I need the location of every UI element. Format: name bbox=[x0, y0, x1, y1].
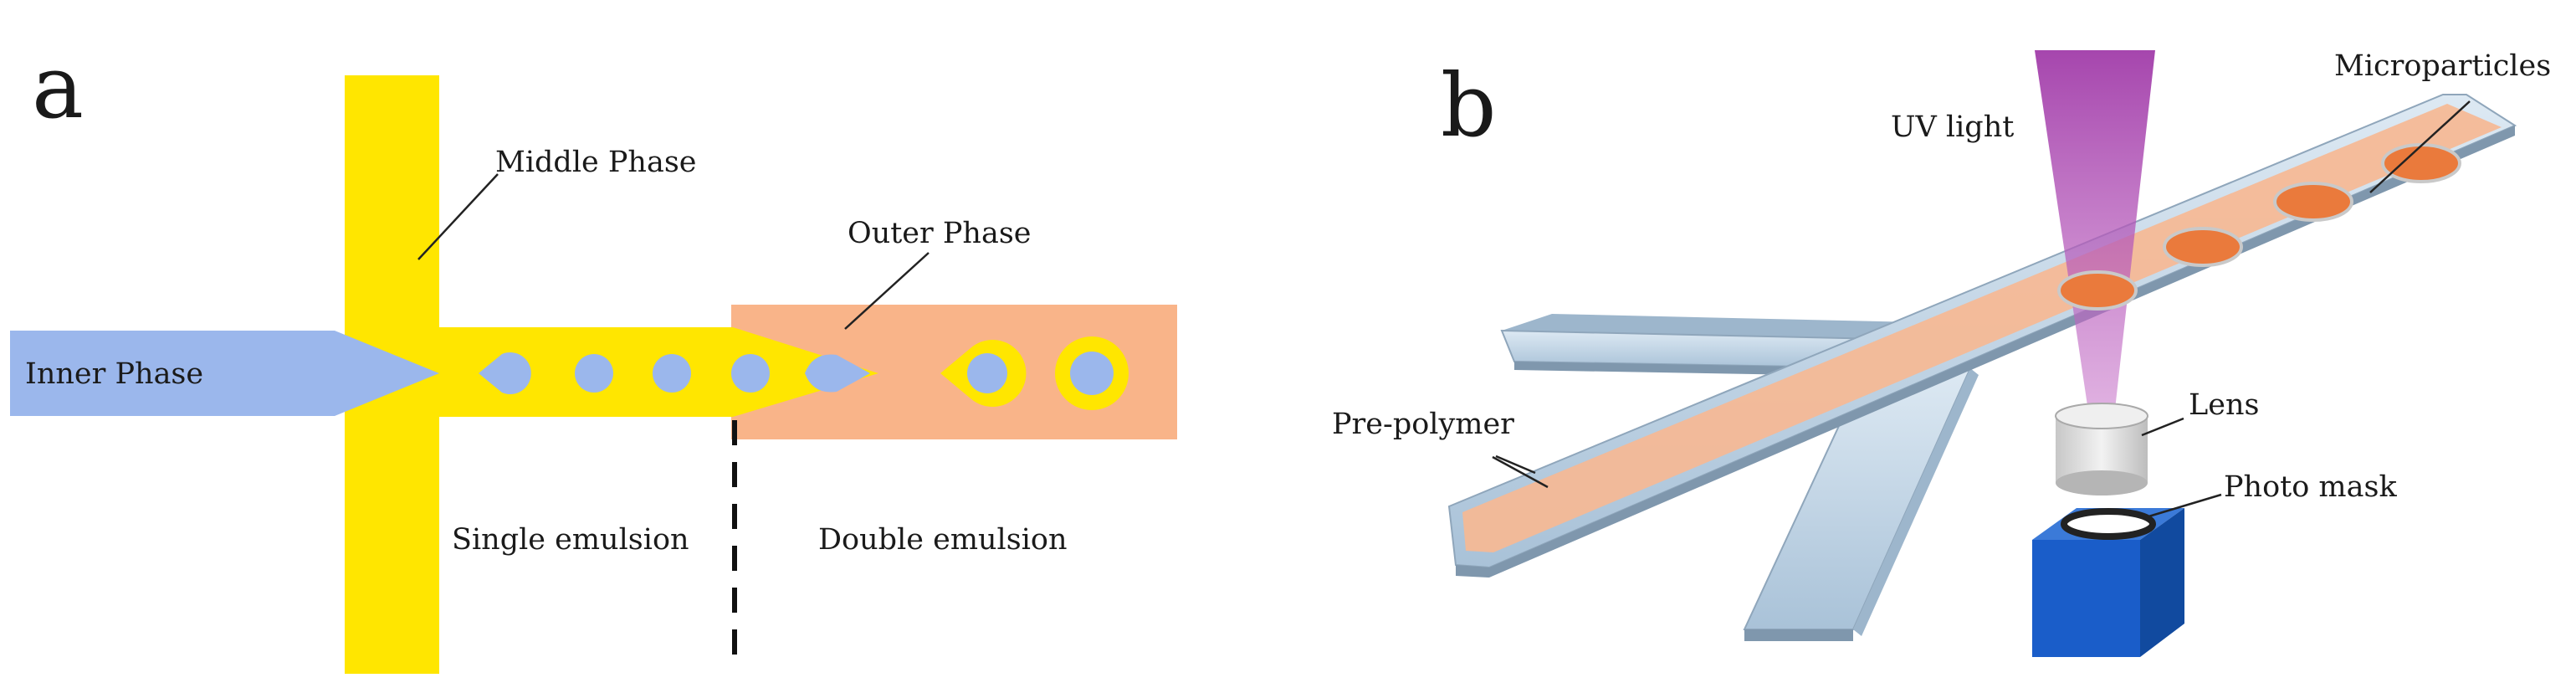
uv-light-beam bbox=[2035, 50, 2155, 417]
droplet bbox=[479, 352, 531, 394]
pre-polymer-label: Pre-polymer bbox=[1332, 408, 1514, 441]
panel-b-letter: b bbox=[1441, 54, 1497, 157]
middle-phase-leader bbox=[417, 173, 499, 260]
panel-a: a Middle Phase Outer bbox=[10, 36, 1177, 674]
microparticle bbox=[2273, 182, 2353, 222]
panel-b: b bbox=[1332, 49, 2551, 657]
lens bbox=[2055, 403, 2148, 495]
photo-mask-box bbox=[2032, 508, 2184, 657]
photo-mask-aperture bbox=[2061, 508, 2156, 540]
microparticles-leader bbox=[2369, 100, 2471, 193]
pre-polymer-leader bbox=[1495, 454, 1536, 475]
double-droplet-core bbox=[1070, 352, 1114, 395]
double-droplet-core bbox=[967, 353, 1007, 393]
photo-mask-leader bbox=[2145, 493, 2222, 519]
droplet bbox=[653, 354, 691, 393]
uv-light-label: UV light bbox=[1891, 110, 2014, 144]
outer-phase-leader bbox=[844, 252, 930, 330]
microparticles bbox=[2057, 143, 2461, 311]
droplet-pinching bbox=[805, 354, 870, 393]
microparticle bbox=[2381, 143, 2461, 183]
double-emulsion-label: Double emulsion bbox=[818, 523, 1068, 557]
droplet bbox=[731, 354, 770, 393]
panel-a-letter: a bbox=[32, 36, 84, 138]
inner-phase-label: Inner Phase bbox=[25, 357, 203, 391]
microparticle bbox=[2057, 270, 2138, 311]
outer-phase-label: Outer Phase bbox=[848, 217, 1032, 250]
double-emulsion-droplets bbox=[940, 336, 1129, 410]
droplet bbox=[575, 354, 613, 393]
microparticle bbox=[2163, 227, 2243, 267]
single-emulsion-droplets bbox=[479, 352, 870, 394]
middle-phase-label: Middle Phase bbox=[495, 146, 697, 179]
lens-label: Lens bbox=[2189, 388, 2259, 422]
pre-polymer-fill bbox=[1462, 104, 2502, 552]
lens-leader bbox=[2141, 417, 2184, 437]
side-channel-upper bbox=[1500, 314, 1916, 377]
main-channel bbox=[1447, 94, 2517, 578]
photo-mask-label: Photo mask bbox=[2224, 470, 2397, 504]
inner-phase-channel bbox=[10, 331, 439, 416]
single-emulsion-label: Single emulsion bbox=[452, 523, 689, 557]
microparticles-label: Microparticles bbox=[2334, 49, 2551, 83]
